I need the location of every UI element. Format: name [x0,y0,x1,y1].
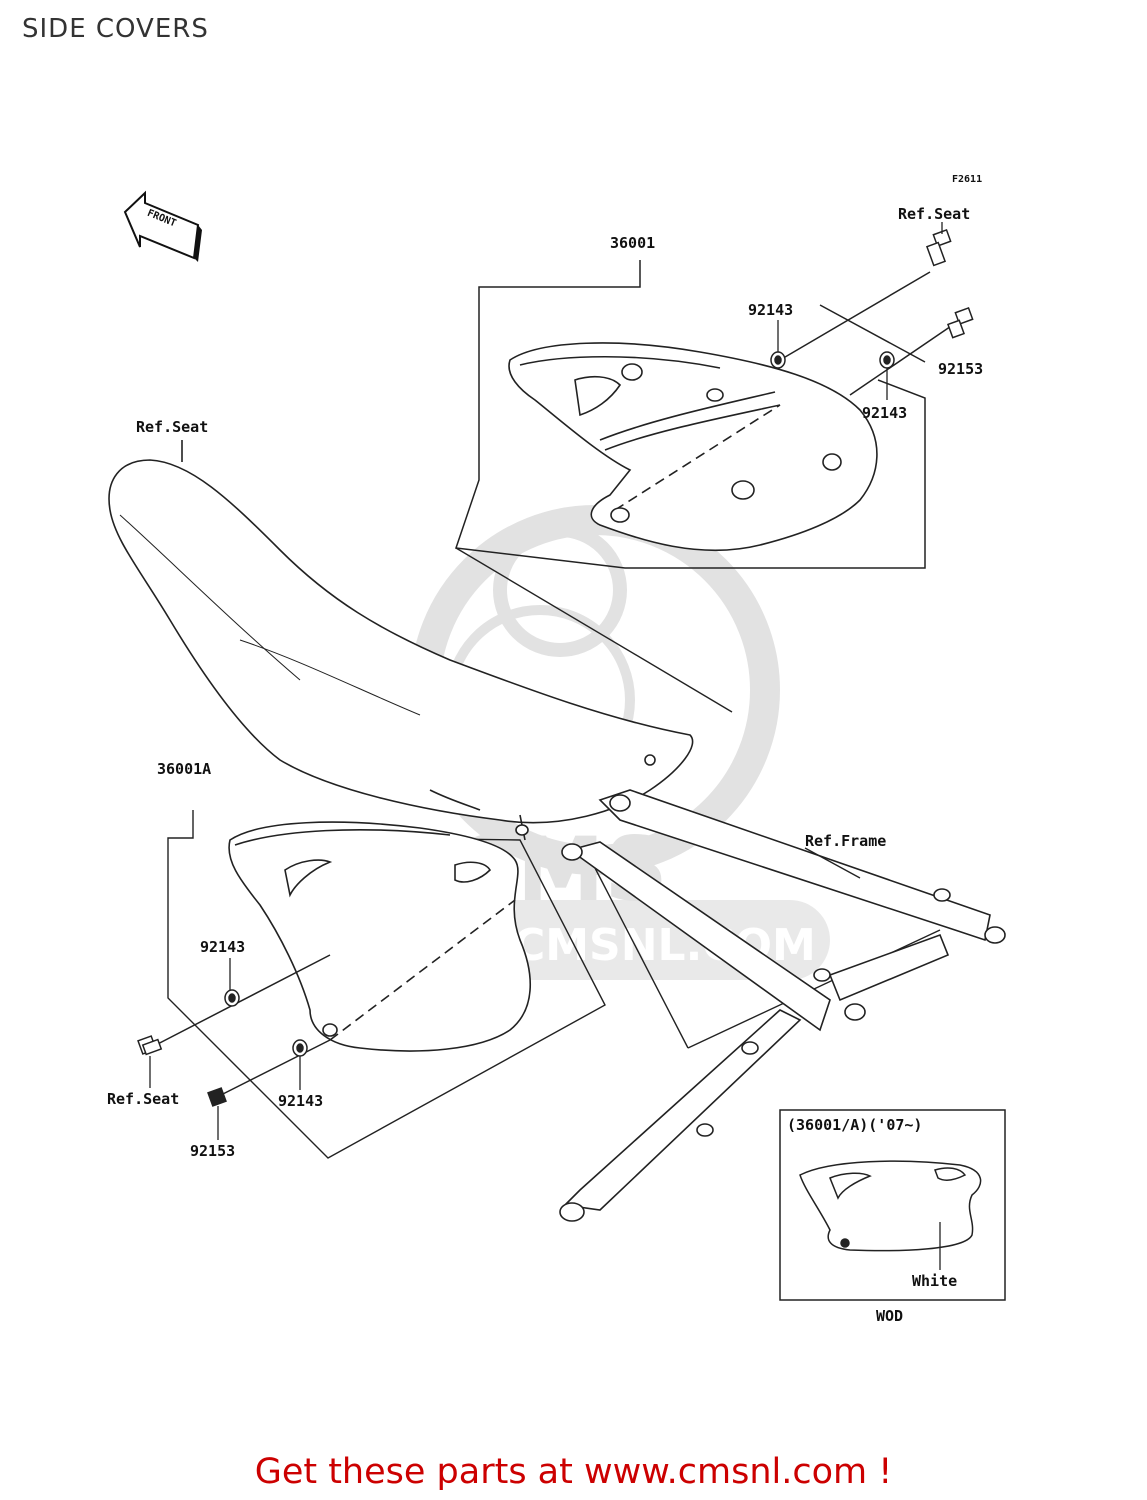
inset-color-label: White [912,1272,957,1290]
inset-side-cover [799,1160,982,1252]
right-side-cover [508,342,878,552]
label-92143-left-bot: 92143 [278,1092,323,1110]
figure-code: F2611 [952,174,982,185]
bolt-icon [207,1087,227,1107]
label-92143-right-mid: 92143 [862,404,907,422]
left-side-cover [228,821,532,1052]
label-36001: 36001 [610,234,655,252]
bolt-icon [137,1035,163,1056]
leader-lines [149,222,943,1140]
label-ref-seat-right: Ref.Seat [898,205,970,223]
bolt-icon [947,307,974,339]
promo-banner[interactable]: Get these parts at www.cmsnl.com ! [0,1452,1147,1492]
right-hardware [770,229,974,396]
label-92153-left: 92153 [190,1142,235,1160]
front-arrow-icon: FRONT [123,190,202,262]
label-92153-right: 92153 [938,360,983,378]
label-ref-seat-left: Ref.Seat [107,1090,179,1108]
left-hardware [137,954,331,1107]
label-92143-left-top: 92143 [200,938,245,956]
inset-caption: WOD [876,1307,903,1325]
page-title: SIDE COVERS [22,14,209,44]
inset-title: (36001/A)('07~) [787,1116,922,1134]
label-ref-frame: Ref.Frame [805,832,886,850]
promo-link[interactable]: Get these parts at www.cmsnl.com ! [254,1452,893,1492]
label-ref-seat-main: Ref.Seat [136,418,208,436]
seat [108,440,694,824]
bolt-icon [925,229,952,267]
label-92143-right-top: 92143 [748,301,793,319]
left-cover-group [167,810,606,1159]
label-36001a: 36001A [157,760,211,778]
frame [515,789,1006,1222]
inset-box: (36001/A)('07~) White WOD [779,1109,1006,1325]
